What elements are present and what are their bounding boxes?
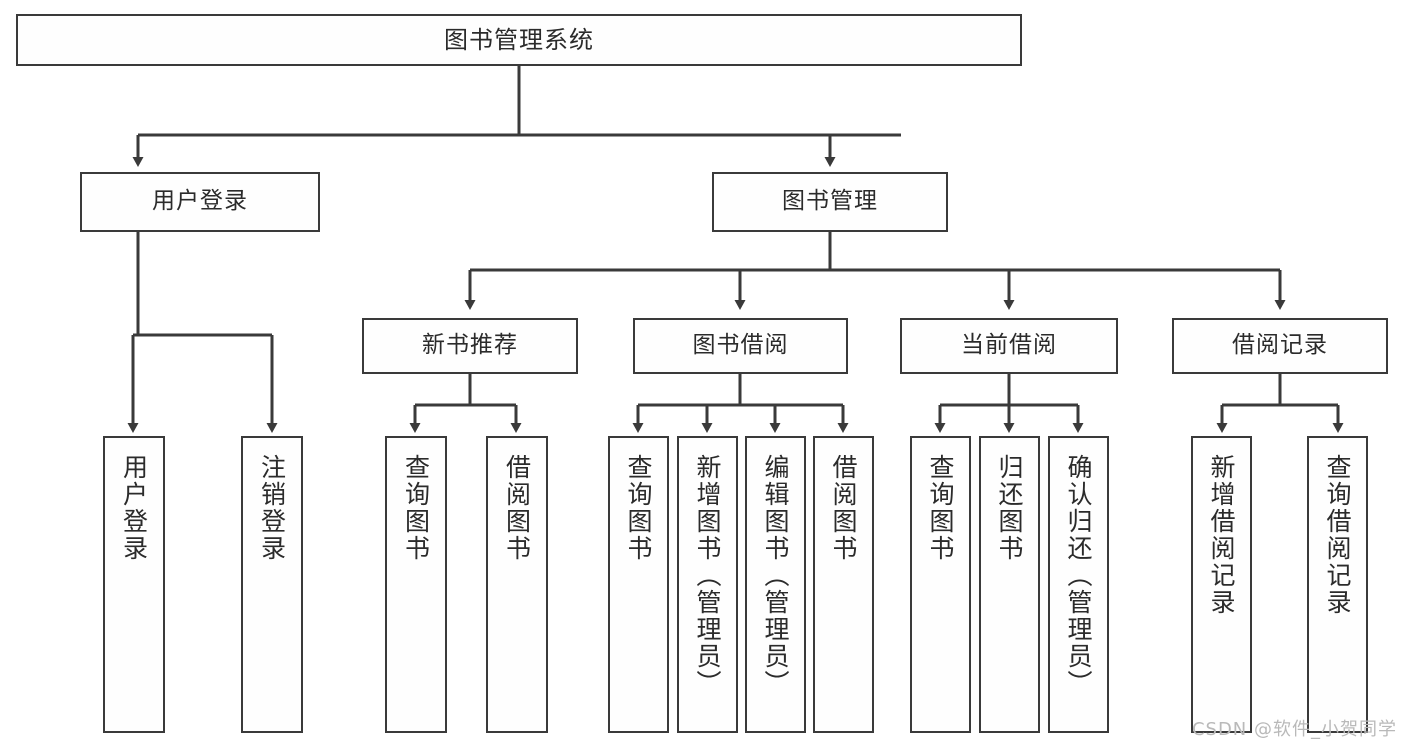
node-label: 新增借阅记录: [1207, 454, 1236, 616]
node-label: 用户登录: [119, 454, 149, 562]
node-root-book-management-system[interactable]: 图书管理系统: [16, 14, 1022, 66]
node-leaf-query-book-1[interactable]: 查询图书: [385, 436, 447, 733]
node-leaf-borrow-book-1[interactable]: 借阅图书: [486, 436, 548, 733]
node-label: 确认归还（管理员）: [1064, 454, 1093, 697]
node-leaf-query-record[interactable]: 查询借阅记录: [1307, 436, 1368, 733]
node-leaf-confirm-return[interactable]: 确认归还（管理员）: [1048, 436, 1109, 733]
node-leaf-add-record[interactable]: 新增借阅记录: [1191, 436, 1252, 733]
node-book-manage[interactable]: 图书管理: [712, 172, 948, 232]
node-label: 查询借阅记录: [1323, 454, 1352, 616]
node-label: 借阅图书: [502, 454, 532, 562]
node-new-book-recommend[interactable]: 新书推荐: [362, 318, 578, 374]
node-user-login[interactable]: 用户登录: [80, 172, 320, 232]
node-leaf-query-book-2[interactable]: 查询图书: [608, 436, 669, 733]
node-leaf-logout[interactable]: 注销登录: [241, 436, 303, 733]
node-label: 借阅记录: [1232, 332, 1328, 359]
node-label: 编辑图书（管理员）: [761, 454, 790, 697]
node-leaf-return-book[interactable]: 归还图书: [979, 436, 1040, 733]
node-book-borrow[interactable]: 图书借阅: [633, 318, 848, 374]
node-label: 归还图书: [995, 454, 1024, 562]
node-label: 借阅图书: [829, 454, 858, 562]
node-label: 图书管理系统: [444, 25, 594, 54]
node-label: 查询图书: [926, 454, 955, 562]
node-leaf-edit-book[interactable]: 编辑图书（管理员）: [745, 436, 806, 733]
csdn-watermark: CSDN @软件_小贺同学: [1191, 719, 1397, 740]
node-borrow-record[interactable]: 借阅记录: [1172, 318, 1388, 374]
node-label: 查询图书: [624, 454, 653, 562]
node-label: 用户登录: [152, 188, 248, 215]
node-leaf-query-book-3[interactable]: 查询图书: [910, 436, 971, 733]
node-label: 注销登录: [257, 454, 287, 562]
node-leaf-user-login[interactable]: 用户登录: [103, 436, 165, 733]
node-label: 新增图书（管理员）: [693, 454, 722, 697]
node-label: 新书推荐: [422, 332, 518, 359]
node-label: 当前借阅: [961, 332, 1057, 359]
node-label: 图书借阅: [692, 332, 789, 359]
node-current-borrow[interactable]: 当前借阅: [900, 318, 1118, 374]
node-leaf-add-book[interactable]: 新增图书（管理员）: [677, 436, 738, 733]
node-leaf-borrow-book-2[interactable]: 借阅图书: [813, 436, 874, 733]
node-label: 查询图书: [401, 454, 431, 562]
node-label: 图书管理: [782, 188, 878, 215]
